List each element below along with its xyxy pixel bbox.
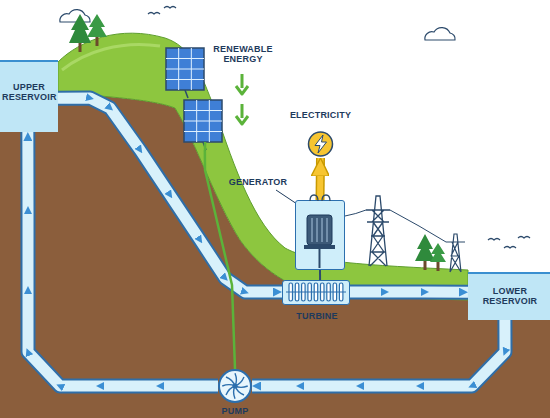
energy-arrow-body — [317, 158, 324, 200]
electricity-symbol — [309, 132, 333, 156]
motor-rib — [312, 218, 313, 242]
lower-reservoir: LOWER RESERVOIR — [468, 272, 550, 320]
grass-hill — [58, 33, 468, 300]
energy-down-arrow — [236, 104, 248, 124]
generator-terminal — [310, 195, 330, 201]
tree-trunk — [79, 43, 82, 52]
tree-crown — [69, 14, 91, 43]
tree — [430, 243, 446, 271]
panel-grid — [166, 69, 204, 70]
turbine-box: TURBINE — [282, 280, 350, 305]
panel-grid — [166, 79, 204, 80]
panel-grid — [184, 131, 222, 132]
pipe-wall — [252, 320, 505, 386]
node-label: ELECTRICITY — [278, 110, 363, 120]
tree-trunk — [437, 262, 440, 271]
tree — [87, 14, 107, 46]
tree-trunk — [96, 37, 99, 46]
shaft-link — [320, 270, 321, 280]
panel-leg — [185, 90, 188, 98]
pipe-water — [58, 98, 282, 292]
generator-motor — [307, 215, 332, 245]
node-shape — [283, 281, 349, 304]
cloud — [60, 10, 90, 22]
pipe-wall — [58, 98, 282, 292]
solar-panel — [166, 48, 204, 98]
pipe-water — [28, 132, 218, 386]
cloud-outline — [60, 10, 90, 22]
energy-down-arrow — [236, 74, 248, 94]
energy-arrow-outline — [316, 158, 326, 200]
pump-casing — [219, 370, 251, 402]
shaft-line — [319, 270, 321, 280]
pipe-wall — [350, 285, 468, 300]
energy-arrow — [320, 158, 322, 200]
node-label: RENEWABLE ENERGY — [212, 44, 274, 64]
generator-box: GENERATOR — [295, 200, 345, 270]
cloud — [425, 28, 455, 40]
solar-panels: RENEWABLE ENERGY — [160, 42, 275, 150]
motor-rib — [317, 218, 318, 242]
pump-circle: PUMP — [218, 369, 252, 403]
water-pipe — [28, 132, 218, 386]
node-shape — [296, 201, 344, 269]
water-pipe — [252, 320, 505, 386]
pipe-wall — [28, 132, 218, 386]
electricity-output: ELECTRICITY — [278, 108, 363, 158]
water-pipe — [58, 98, 282, 292]
solar-panel — [184, 100, 222, 150]
node-label: UPPER RESERVOIR — [2, 82, 56, 102]
panel-grid — [166, 58, 204, 59]
motor-rib — [322, 218, 323, 242]
tree-trunk — [424, 261, 427, 270]
grass-highlight — [62, 44, 160, 70]
node-label: LOWER RESERVOIR — [472, 286, 548, 306]
tree — [69, 14, 91, 52]
pipe-water — [350, 287, 468, 298]
panel-grid — [184, 110, 222, 111]
cloud-outline — [425, 28, 455, 40]
tree-crown — [415, 234, 435, 261]
panel-grid — [184, 121, 222, 122]
tree-crown — [87, 14, 107, 37]
panel-leg — [203, 142, 206, 150]
panel-frame — [166, 48, 204, 90]
transmission-tower — [366, 196, 390, 266]
pipe-water — [252, 320, 505, 386]
panel-frame — [184, 100, 222, 142]
pump-hub — [233, 384, 238, 389]
power-wire — [345, 210, 446, 242]
transmission-tower — [446, 234, 465, 272]
turbine-axle — [286, 292, 346, 293]
power-cable — [204, 142, 207, 150]
motor-rib — [327, 218, 328, 242]
node-label: TURBINE — [283, 311, 351, 321]
lightning-bolt — [315, 135, 327, 153]
node-label: GENERATOR — [226, 177, 290, 187]
node-shape — [218, 369, 252, 403]
upper-reservoir: UPPER RESERVOIR — [0, 60, 58, 132]
tree-crown — [430, 243, 446, 262]
tree — [415, 234, 435, 270]
generator-shaft — [319, 249, 321, 268]
water-pipe — [350, 292, 468, 293]
motor-base — [304, 245, 335, 249]
node-label: PUMP — [203, 406, 267, 416]
